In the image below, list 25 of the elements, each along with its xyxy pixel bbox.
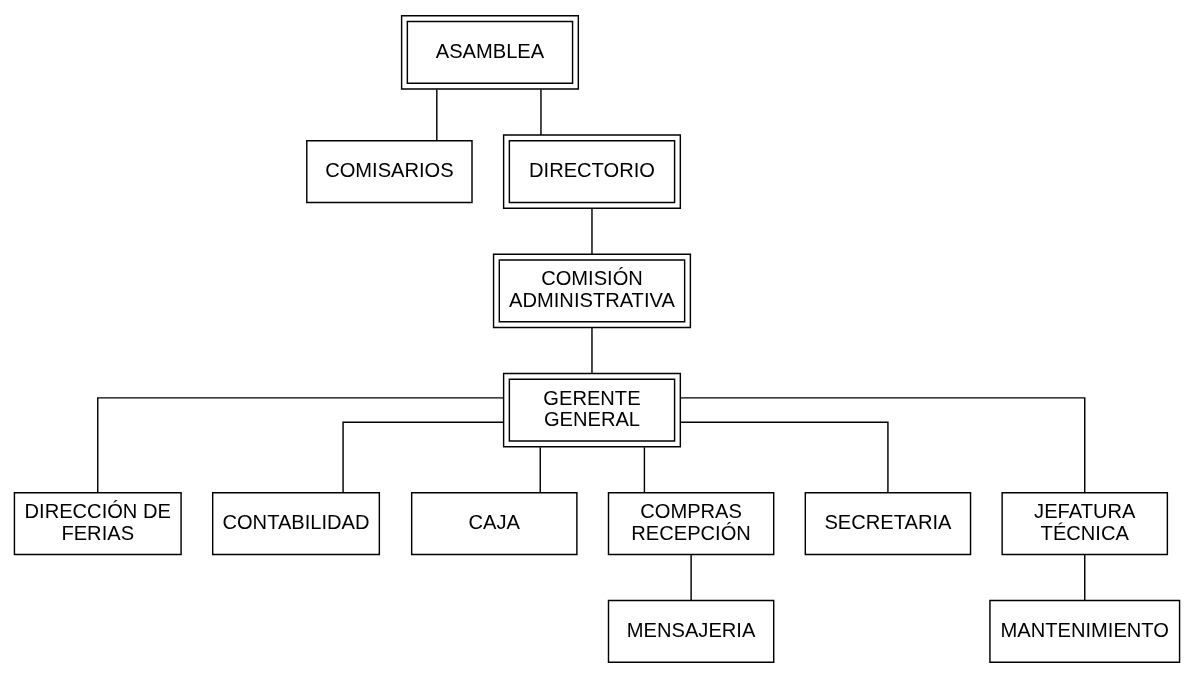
node-box: DIRECTORIO	[502, 133, 682, 209]
node-box: COMISIÓN ADMINISTRATIVA	[492, 253, 692, 328]
node-box: ASAMBLEA	[400, 14, 580, 90]
connector	[679, 421, 889, 493]
connector	[591, 326, 593, 374]
node-box: JEFATURA TÉCNICA	[1001, 491, 1169, 555]
node-box: MANTENIMIENTO	[989, 599, 1181, 663]
node-box: CONTABILIDAD	[211, 491, 381, 555]
node-box: GERENTE GENERAL	[502, 372, 682, 447]
connector	[539, 446, 541, 493]
connector	[679, 396, 1086, 493]
node-box: CAJA	[410, 491, 578, 555]
node-box: MENSAJERIA	[607, 599, 775, 663]
connector	[97, 396, 505, 493]
connector	[1084, 553, 1086, 601]
connector	[591, 207, 593, 255]
connector	[690, 553, 692, 601]
connector	[436, 88, 438, 141]
connector	[540, 88, 542, 136]
node-box: DIRECCIÓN DE FERIAS	[13, 491, 182, 555]
connector	[342, 421, 505, 493]
node-box: SECRETARIA	[804, 491, 972, 555]
node-box: COMISARIOS	[306, 139, 473, 203]
connector	[643, 446, 646, 493]
node-box: COMPRAS RECEPCIÓN	[607, 491, 775, 555]
